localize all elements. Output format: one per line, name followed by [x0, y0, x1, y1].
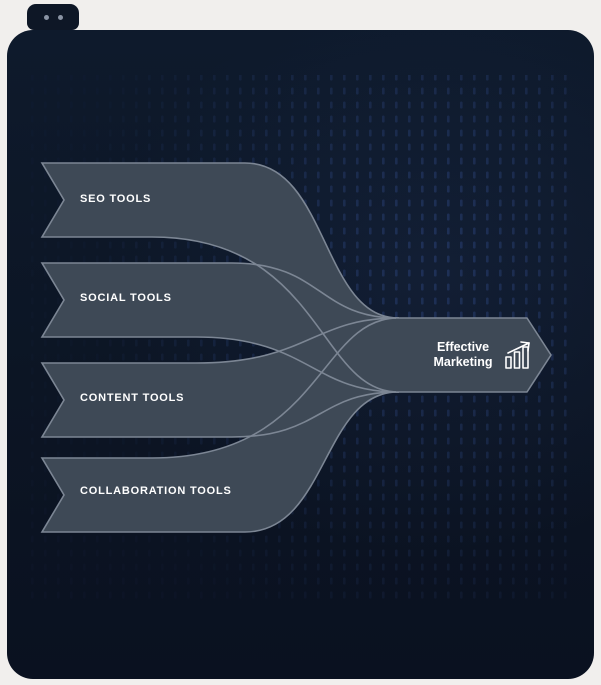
result-label-line2: Marketing: [433, 355, 493, 369]
band-shape-seo-tools: [42, 163, 398, 392]
band-fills: [42, 163, 398, 532]
result-label-line1: Effective: [436, 340, 490, 354]
result-label-text: Effective Marketing: [426, 340, 500, 370]
band-shape-collaboration-tools: [42, 318, 398, 532]
band-label-social-tools: SOCIAL TOOLS: [80, 292, 172, 304]
window-dot-icon: [43, 14, 49, 20]
result-arrow-shape: [396, 317, 552, 393]
growth-chart-icon: [505, 341, 530, 369]
band-label-collaboration-tools: COLLABORATION TOOLS: [80, 485, 232, 497]
band-label-seo-tools: SEO TOOLS: [80, 193, 152, 205]
browser-tab: [27, 4, 79, 30]
result-label: Effective Marketing: [426, 337, 540, 373]
band-label-content-tools: CONTENT TOOLS: [80, 392, 185, 404]
window-dot-icon: [57, 14, 63, 20]
